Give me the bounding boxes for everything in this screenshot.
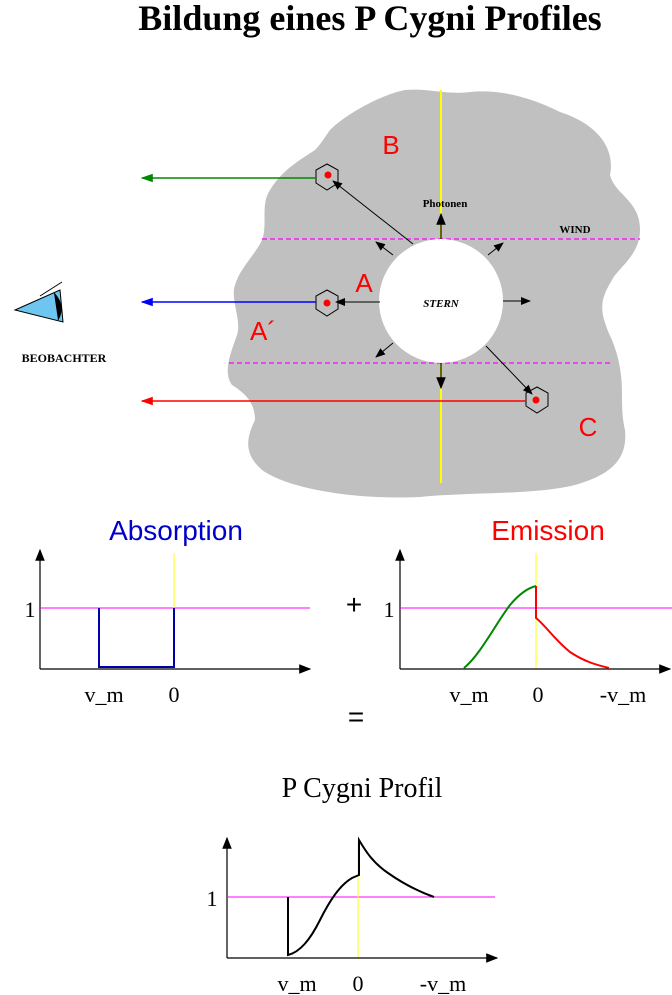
star-label: STERN xyxy=(423,298,460,310)
radial-arrow-nw xyxy=(375,241,394,256)
absorption-y-label: 1 xyxy=(25,597,36,622)
region-label-a: A xyxy=(355,268,373,298)
emission-tick-minus-vm: -v_m xyxy=(600,682,646,707)
equals-operator: = xyxy=(348,701,364,732)
photon-arrow-to-b xyxy=(332,180,414,245)
emission-red-wing xyxy=(535,586,610,669)
atom-c xyxy=(525,386,549,414)
emission-title: Emission xyxy=(491,515,605,546)
atom-a xyxy=(315,289,339,317)
photon-arrow-to-c xyxy=(485,345,533,395)
page-title: Bildung eines P Cygni Profiles xyxy=(138,0,601,38)
observer-label: BEOBACHTER xyxy=(22,351,107,365)
absorption-title: Absorption xyxy=(109,515,243,546)
emission-blue-wing xyxy=(463,585,537,669)
absorption-tick-vm: v_m xyxy=(84,682,123,707)
radial-arrow-sw xyxy=(375,342,394,358)
wind-label: WIND xyxy=(559,224,590,236)
region-label-a-prime: A´ xyxy=(250,316,276,346)
emission-tick-vm: v_m xyxy=(449,682,488,707)
profile-tick-minus-vm: -v_m xyxy=(420,971,466,995)
profile-title: P Cygni Profil xyxy=(282,773,443,804)
radial-arrow-ne xyxy=(487,242,504,256)
emission-y-label: 1 xyxy=(384,597,395,622)
region-label-b: B xyxy=(382,130,399,160)
absorption-tick-0: 0 xyxy=(169,682,180,707)
atom-b xyxy=(315,163,339,191)
profile-tick-0: 0 xyxy=(353,971,364,995)
eye-icon xyxy=(13,281,64,323)
star xyxy=(379,239,503,363)
emission-tick-0: 0 xyxy=(533,682,544,707)
absorption-trough xyxy=(98,608,175,668)
profile-y-label: 1 xyxy=(207,886,218,911)
profile-curve xyxy=(287,836,435,957)
photonen-label: Photonen xyxy=(423,198,468,210)
profile-tick-vm: v_m xyxy=(277,971,316,995)
plus-operator: + xyxy=(346,589,362,620)
region-label-c: C xyxy=(579,412,598,442)
